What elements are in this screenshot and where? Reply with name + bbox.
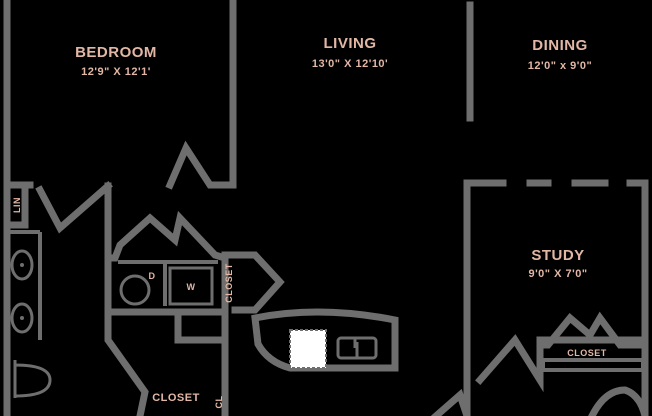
dryer-icon: [119, 274, 151, 306]
wall-hall: [174, 308, 229, 344]
wall-bath-door: [35, 181, 113, 234]
living-dims: 13'0" X 12'10': [312, 58, 388, 70]
wall-bath-right: [104, 182, 149, 416]
dishwasher-icon: [289, 329, 327, 369]
sink-icon: [10, 249, 34, 281]
wall-study-top: [463, 179, 507, 416]
walls: [3, 0, 649, 416]
dining-label: DINING: [532, 37, 588, 54]
bedroom-label: BEDROOM: [75, 44, 157, 61]
drain-icon: [20, 316, 24, 320]
kitchen-island: [251, 308, 399, 372]
washer-icon: [168, 266, 214, 306]
wall-closet-vert: [221, 251, 285, 314]
bedroom-dims: 12'9" X 12'1': [81, 66, 151, 78]
wall-study-closet: [536, 311, 649, 349]
wall-study-door: [431, 388, 471, 416]
labels: BEDROOM 12'9" X 12'1' LIVING 13'0" X 12'…: [12, 35, 607, 409]
closet-bottom-label: CLOSET: [152, 392, 200, 404]
wall-laundry: [104, 210, 229, 316]
washer-label: W: [187, 282, 196, 292]
living-label: LIVING: [323, 35, 376, 52]
drain-icon: [20, 263, 24, 267]
linen-label: LIN: [12, 197, 22, 213]
closet-vertical-label: CLOSET: [224, 263, 234, 303]
sink-icon: [10, 302, 34, 334]
study-label: STUDY: [531, 247, 584, 264]
study-closet-shelf: [541, 358, 645, 372]
closet-small-label: CL: [214, 396, 224, 409]
closet-study-label: CLOSET: [567, 348, 607, 358]
dining-dims: 12'0" x 9'0": [528, 60, 592, 72]
study-dims: 9'0" X 7'0": [528, 268, 587, 280]
wall-linen: [3, 181, 29, 229]
wall-bedroom-door: [165, 140, 237, 190]
dryer-label: D: [149, 271, 156, 281]
toilet-icon: [13, 360, 52, 398]
fixtures: [10, 249, 378, 398]
wall-study-arc: [588, 386, 649, 416]
wall-study-diag: [475, 334, 649, 393]
